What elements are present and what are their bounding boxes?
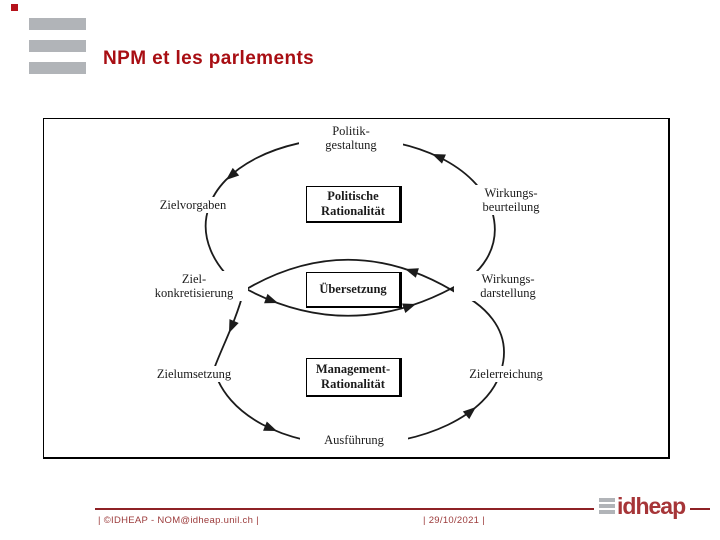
gray-bar (29, 40, 86, 52)
arrow-lens-bottom-left (264, 293, 278, 304)
box-line: Politische (327, 189, 379, 203)
arrow-to-zielumsetzung (229, 319, 239, 333)
arrow-lens-top (405, 268, 419, 278)
label-ausfuehrung: Ausführung (300, 432, 408, 448)
footer-copyright: | ©IDHEAP - NOM@idheap.unil.ch | (98, 515, 259, 526)
label-politikgestaltung: Politik- gestaltung (299, 123, 403, 153)
label-line: Ausführung (324, 433, 384, 447)
label-zielvorgaben: Zielvorgaben (141, 197, 245, 213)
label-line: Wirkungs- (484, 186, 538, 200)
arrow-lens-bottom-right (402, 303, 416, 313)
cycle-arrows-graphic (204, 137, 505, 446)
label-line: Politik- (332, 124, 370, 138)
arrow-to-ausfuehrung (263, 421, 277, 431)
label-line: konkretisierung (154, 286, 234, 300)
arrowheads (226, 154, 476, 431)
label-line: Zielerreichung (469, 367, 543, 381)
box-line: Rationalität (321, 204, 385, 218)
label-zielkonkretisierung: Ziel- konkretisierung (140, 271, 248, 301)
lens-bottom-arc (231, 280, 464, 317)
label-line: gestaltung (325, 138, 377, 152)
accent-square (11, 4, 18, 11)
slide-corner-bars (29, 18, 86, 84)
label-line: beurteilung (482, 200, 540, 214)
label-zielerreichung: Zielerreichung (452, 366, 560, 382)
npm-cycle-diagram: Politik- gestaltung Zielvorgaben Wirkung… (44, 119, 668, 457)
box-politische-rationalitaet: Politische Rationalität (306, 186, 402, 223)
label-line: Zielvorgaben (159, 198, 227, 212)
slide-title: NPM et les parlements (103, 48, 315, 69)
box-line: Rationalität (321, 377, 385, 391)
box-management-rationalitaet: Management- Rationalität (306, 358, 402, 397)
idheap-logo: idheap (594, 492, 691, 520)
lens-top-arc (231, 258, 464, 299)
diagram-frame: Politik- gestaltung Zielvorgaben Wirkung… (43, 118, 670, 459)
label-line: Wirkungs- (481, 272, 535, 286)
box-line: Management- (315, 362, 391, 376)
arrow-to-zielerreichung (462, 407, 476, 420)
arrow-to-zielvorgaben (226, 167, 240, 180)
label-line: darstellung (480, 286, 536, 300)
gray-bar (29, 62, 86, 74)
label-wirkungsbeurteilung: Wirkungs- beurteilung (457, 185, 565, 215)
box-line: Übersetzung (319, 282, 387, 296)
gray-bar (29, 18, 86, 30)
idheap-logo-bars-icon (599, 497, 615, 515)
label-line: Zielumsetzung (156, 367, 232, 381)
footer-rule (95, 508, 710, 510)
idheap-logo-text: idheap (617, 493, 686, 519)
box-uebersetzung: Übersetzung (306, 272, 402, 308)
footer-date: | 29/10/2021 | (423, 515, 485, 526)
label-wirkungsdarstellung: Wirkungs- darstellung (454, 271, 562, 301)
label-line: Ziel- (181, 272, 207, 286)
arrow-to-politikgestaltung (432, 154, 446, 164)
label-zielumsetzung: Zielumsetzung (141, 366, 247, 382)
